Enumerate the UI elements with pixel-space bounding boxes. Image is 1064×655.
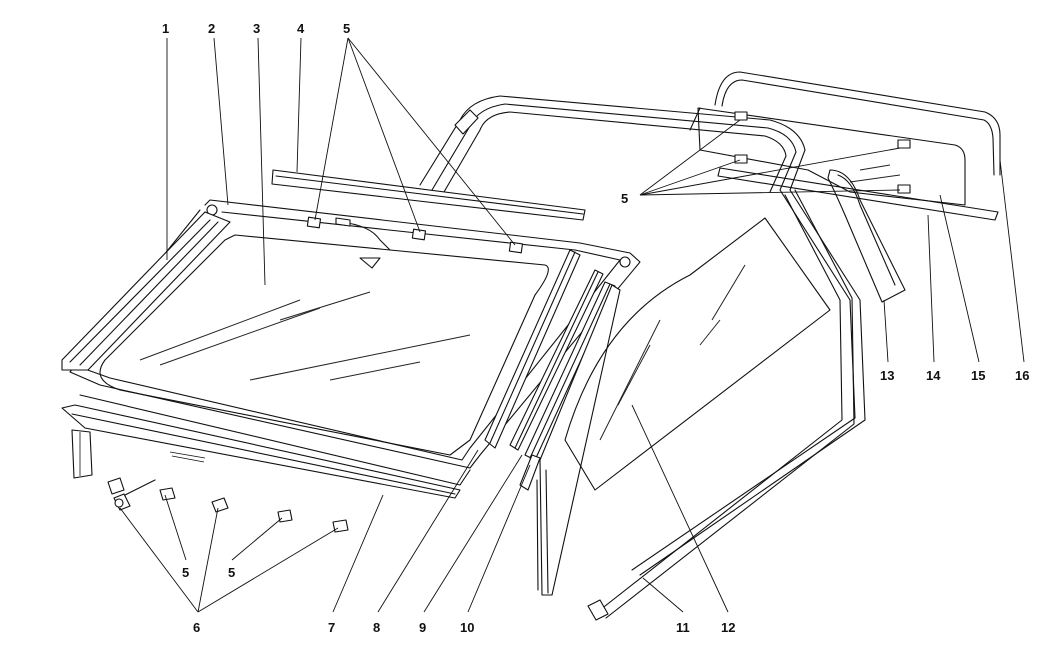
rear-quarter-glass bbox=[689, 107, 966, 206]
callout-13: 13 bbox=[880, 368, 894, 383]
roof-frame bbox=[419, 95, 866, 576]
windscreen-glass bbox=[99, 234, 549, 456]
callout-4: 4 bbox=[297, 21, 305, 36]
callout-2: 2 bbox=[208, 21, 215, 36]
callout-3: 3 bbox=[253, 21, 260, 36]
header-trim-strip bbox=[271, 169, 586, 221]
callout-1: 1 bbox=[162, 21, 169, 36]
rear-roof-moulding bbox=[714, 71, 1001, 176]
callout-5-top: 5 bbox=[343, 21, 350, 36]
rear-lower-strip bbox=[717, 167, 999, 221]
callout-11: 11 bbox=[676, 620, 690, 635]
callout-5-right: 5 bbox=[621, 191, 628, 206]
callout-12: 12 bbox=[721, 620, 735, 635]
callout-7: 7 bbox=[328, 620, 335, 635]
callout-8: 8 bbox=[373, 620, 380, 635]
callout-14: 14 bbox=[926, 368, 941, 383]
clips-on-frame bbox=[306, 111, 911, 254]
lower-windscreen-moulding bbox=[61, 404, 461, 499]
leader-lines bbox=[119, 37, 1025, 613]
loose-clips bbox=[107, 477, 349, 533]
callout-9: 9 bbox=[419, 620, 426, 635]
door-seal bbox=[587, 189, 855, 621]
callout-16: 16 bbox=[1015, 368, 1029, 383]
callout-5-bottom-b: 5 bbox=[228, 565, 235, 580]
door-glass bbox=[564, 217, 831, 491]
callout-15: 15 bbox=[971, 368, 985, 383]
curved-pillar-seal bbox=[827, 169, 906, 303]
callout-5-bottom-a: 5 bbox=[182, 565, 189, 580]
a-pillar-mouldings bbox=[484, 249, 621, 596]
callout-labels: 1 2 3 4 5 5 5 5 6 7 8 9 10 11 12 13 14 1… bbox=[162, 21, 1029, 635]
left-pillar-moulding bbox=[61, 211, 231, 371]
callout-10: 10 bbox=[460, 620, 474, 635]
callout-6: 6 bbox=[193, 620, 200, 635]
